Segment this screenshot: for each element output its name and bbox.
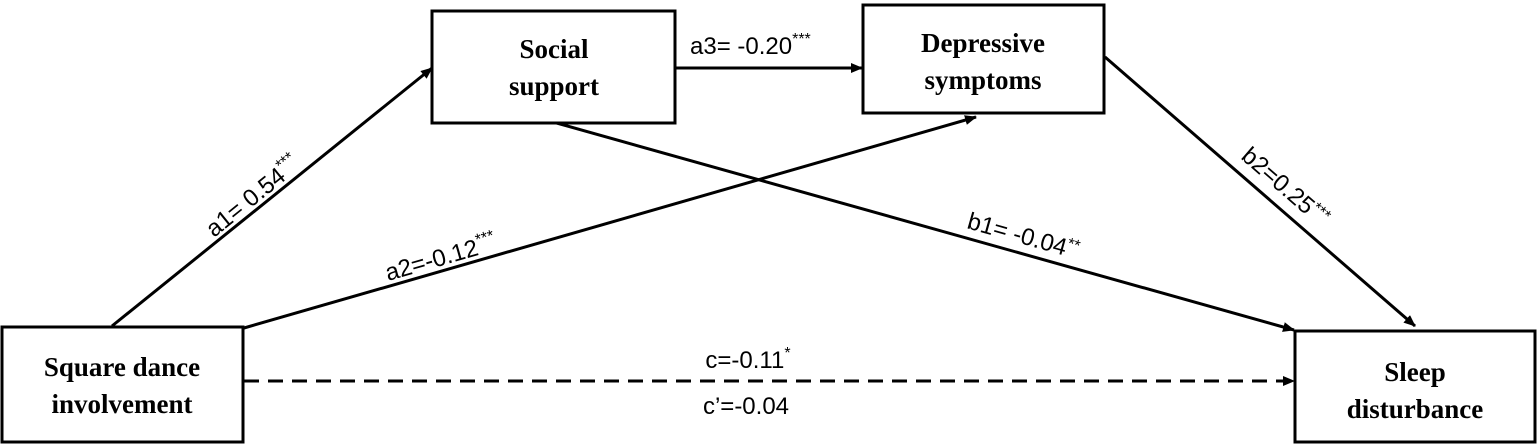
node-depressive-symptoms: Depressive symptoms bbox=[861, 3, 1106, 115]
path-a3-label: a3= -0.20*** bbox=[690, 31, 811, 60]
node-square-dance-line1: Square dance bbox=[44, 352, 200, 382]
node-depressive-line1: Depressive bbox=[921, 28, 1045, 58]
node-sleep-disturbance: Sleep disturbance bbox=[1293, 329, 1537, 444]
node-square-dance: Square dance involvement bbox=[0, 325, 245, 444]
path-a2-label: a2=-0.12*** bbox=[382, 227, 500, 286]
node-depressive-line2: symptoms bbox=[924, 65, 1041, 95]
path-b1-label: b1= -0.04** bbox=[964, 208, 1082, 265]
node-square-dance-line2: involvement bbox=[52, 389, 193, 419]
path-a1-value: a1= 0.54 bbox=[201, 162, 291, 242]
path-a1-arrow bbox=[111, 66, 433, 328]
path-c-label: c=-0.11* bbox=[705, 345, 790, 374]
path-b2-label: b2=0.25*** bbox=[1236, 142, 1334, 232]
path-a3-value: a3= -0.20 bbox=[690, 33, 792, 60]
node-sleep-line1: Sleep bbox=[1384, 357, 1446, 387]
path-a1-label: a1= 0.54*** bbox=[200, 149, 306, 243]
path-a2-sig: *** bbox=[473, 227, 496, 248]
path-b1-sig: ** bbox=[1065, 235, 1082, 255]
path-c-prime-label: c’=-0.04 bbox=[703, 393, 789, 420]
node-social-support: Social support bbox=[430, 9, 677, 125]
path-a2-value: a2=-0.12 bbox=[382, 235, 481, 287]
node-social-support-line1: Social bbox=[519, 34, 589, 64]
node-social-support-line2: support bbox=[509, 71, 599, 101]
path-b1-arrow bbox=[552, 120, 1295, 332]
node-sleep-line2: disturbance bbox=[1347, 394, 1484, 424]
path-b2-arrow bbox=[1104, 55, 1416, 328]
path-c-value: c=-0.11 bbox=[705, 347, 784, 374]
path-a2-arrow bbox=[243, 115, 977, 330]
path-c-sig: * bbox=[784, 345, 790, 362]
path-a3-sig: *** bbox=[792, 31, 811, 48]
